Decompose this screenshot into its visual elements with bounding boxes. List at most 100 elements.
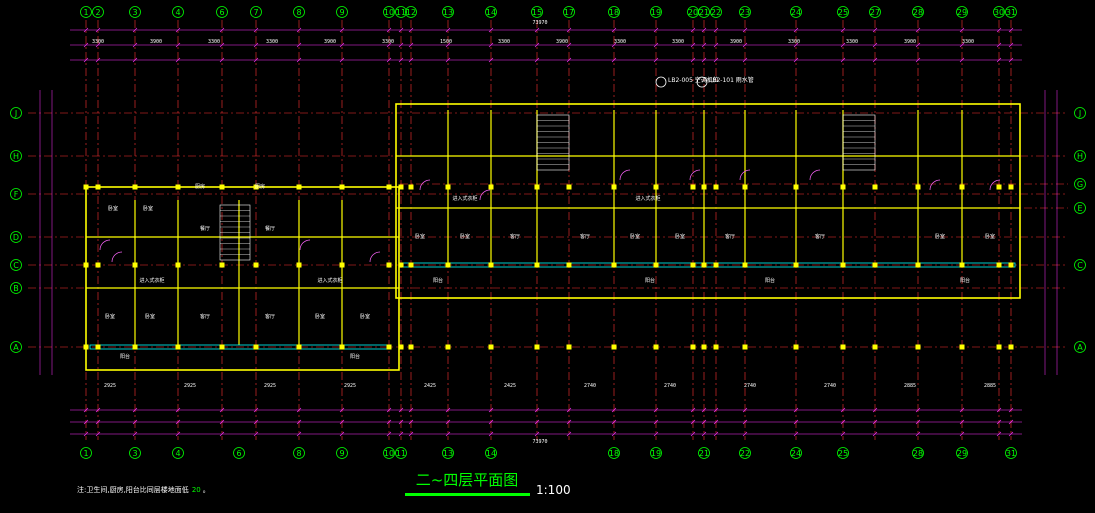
dimension-tick [742,407,748,413]
dimension-tick [959,27,965,33]
column-post [611,262,617,268]
axis-label-bottom: 31 [1006,449,1016,458]
axis-bubble-bottom [650,447,662,459]
axis-label-top: 10 [384,8,394,17]
column-post [1008,262,1014,268]
axis-label-top: 17 [564,8,574,17]
dimension-tick [872,431,878,437]
axis-bubble-left [10,282,22,294]
axis-bubble-top [710,6,722,18]
dimension-tick [408,57,414,63]
room-labels: 卧室卧室客厅客厅卧室卧室卧室卧室客厅客厅卧室卧室客厅客厅卧室卧室卧室卧室厨房厨房… [105,183,995,360]
dimension-tick [296,407,302,413]
dimension-tick [959,431,965,437]
column-post [713,262,719,268]
dimension-tick [690,42,696,48]
axis-label-top: 18 [609,8,619,17]
axis-bubble-bottom [485,447,497,459]
axis-bubble-bottom [172,447,184,459]
door-swing [929,179,941,191]
axis-label-top: 13 [443,8,453,17]
dimension-tick [398,27,404,33]
column-post [296,344,302,350]
door-swing [989,179,1001,191]
dimension-text-top: 3900 [904,39,916,45]
axis-bubble-top [956,6,968,18]
axis-label-bottom: 6 [236,449,241,458]
dimension-tick [653,57,659,63]
wall-right-block [395,103,1021,299]
dimension-tick [611,419,617,425]
dimension-tick [996,407,1002,413]
column-post [398,184,404,190]
dimension-tick [1008,57,1014,63]
axis-label-bottom: 28 [913,449,923,458]
column-post [398,344,404,350]
dimension-text-bottom: 2740 [664,383,676,389]
axis-bubble-top [250,6,262,18]
dimension-tick [398,407,404,413]
column-post [253,184,259,190]
axis-label-top: 28 [913,8,923,17]
axis-label-top: 20 [688,8,698,17]
axis-label-left: C [13,261,19,270]
dimension-tick [701,431,707,437]
dimension-tick [793,57,799,63]
axis-bubble-bottom [608,447,620,459]
dimension-tick [175,57,181,63]
axis-bubble-top [739,6,751,18]
axis-bubble-left [10,341,22,353]
axis-bubble-bottom [442,447,454,459]
dimension-tick [611,431,617,437]
stair [842,114,876,171]
callout-marker-2 [696,76,708,88]
room-label: 卧室 [460,233,470,240]
callout-marker-1 [655,76,667,88]
column-post [386,184,392,190]
column-post [611,344,617,350]
stair [536,114,570,171]
column-post [959,184,965,190]
room-label: 卧室 [143,205,153,212]
dimension-tick [296,27,302,33]
column-post [872,184,878,190]
room-label: 卧室 [360,313,370,320]
axis-bubble-top [837,6,849,18]
dimension-tick [296,431,302,437]
room-label: 阳台 [960,277,970,284]
room-label: 进入式衣柜 [139,277,164,284]
dimension-tick [840,431,846,437]
dimension-tick [339,419,345,425]
axis-bubble-bottom [293,447,305,459]
axis-label-top: 15 [532,8,542,17]
dimension-tick [915,42,921,48]
dimension-tick [398,431,404,437]
column-post [996,344,1002,350]
axis-bubble-left [10,231,22,243]
axis-bubble-top [790,6,802,18]
column-post [566,262,572,268]
dimension-tick [253,57,259,63]
room-label: 餐厅 [265,225,275,232]
dimension-tick [1008,407,1014,413]
dimension-tick [219,419,225,425]
door-swing [809,169,821,181]
axis-bubble-bottom [395,447,407,459]
column-post [408,344,414,350]
dimension-tick [793,407,799,413]
dimension-tick [253,431,259,437]
dimension-tick [219,27,225,33]
dimension-tick [488,57,494,63]
column-post [915,262,921,268]
dimension-tick [653,407,659,413]
dimension-tick [840,27,846,33]
dimension-text-top: 3300 [672,39,684,45]
door-swing [689,169,701,181]
axis-bubble-top [336,6,348,18]
axis-bubble-top [1005,6,1017,18]
room-label: 厨房 [195,183,205,190]
dimension-tick [219,57,225,63]
door-swing [99,239,111,251]
dimension-tick [701,42,707,48]
